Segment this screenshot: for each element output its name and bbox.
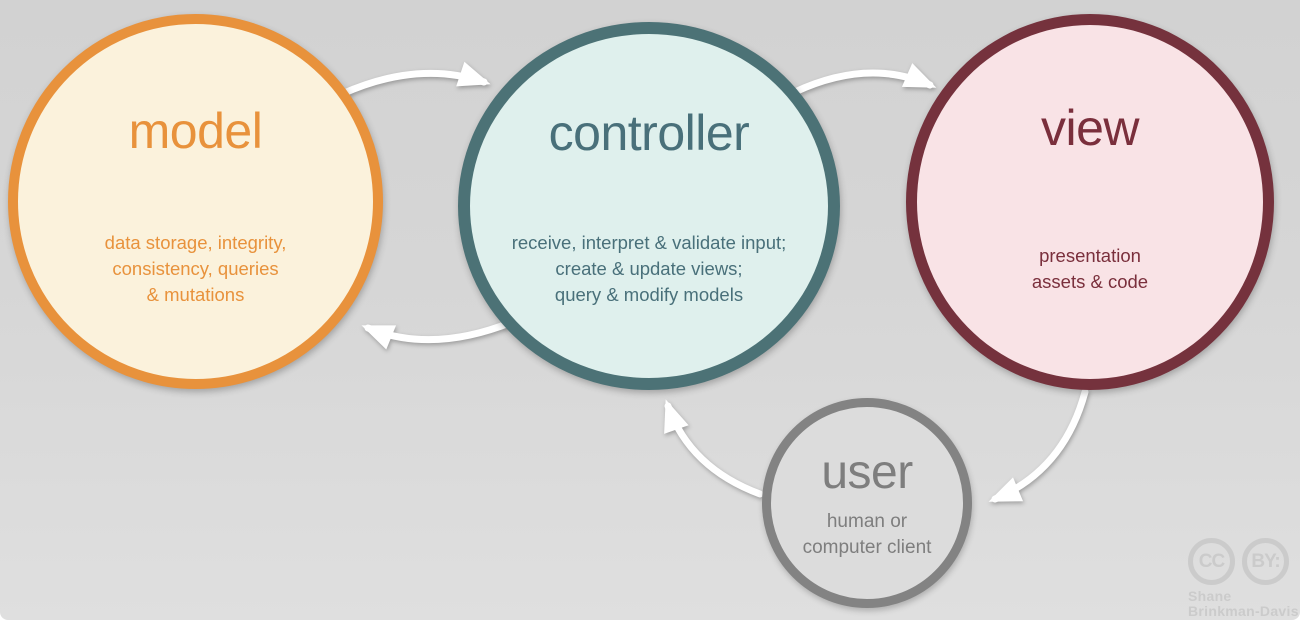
description-line: consistency, queries [112,258,279,279]
arrow-controller-to-view [791,63,937,96]
node-model-title: model [128,103,263,159]
node-user-description: human or computer client [771,509,963,561]
description-line: presentation [1039,245,1141,266]
license-attribution: CC BY: Shane Brinkman-Davis [1188,538,1299,619]
description-line: assets & code [1031,271,1149,292]
cc-by-icon: BY: [1242,538,1289,585]
description-line: data storage, integrity, [104,232,287,253]
description-line: & mutations [146,284,245,305]
arrow-view-to-user [988,388,1089,503]
description-line: query & modify models [554,284,744,305]
cc-icon: CC [1188,538,1235,585]
node-model-description: data storage, integrity, consistency, qu… [18,230,373,308]
node-view: view presentation assets & code [906,14,1274,390]
description-line: receive, interpret & validate input; [511,232,787,253]
node-controller-description: receive, interpret & validate input; cre… [470,230,828,308]
node-controller-title: controller [548,105,750,161]
node-view-description: presentation assets & code [917,243,1263,295]
node-model: model data storage, integrity, consisten… [8,14,383,389]
description-line: create & update views; [555,258,743,279]
node-user-title: user [821,446,913,499]
license-badges: CC BY: [1188,538,1299,585]
node-view-title: view [1040,100,1140,156]
author-credit: Shane Brinkman-Davis [1188,589,1299,619]
node-controller: controller receive, interpret & validate… [458,22,840,390]
author-name-line: Brinkman-Davis [1188,603,1299,619]
arrow-controller-to-model [361,318,516,350]
node-user: user human or computer client [762,398,972,608]
arrow-model-to-controller [338,61,491,98]
author-name-line: Shane [1188,588,1232,604]
description-line: computer client [802,537,932,558]
arrow-user-to-controller [664,399,764,498]
description-line: human or [826,511,908,532]
